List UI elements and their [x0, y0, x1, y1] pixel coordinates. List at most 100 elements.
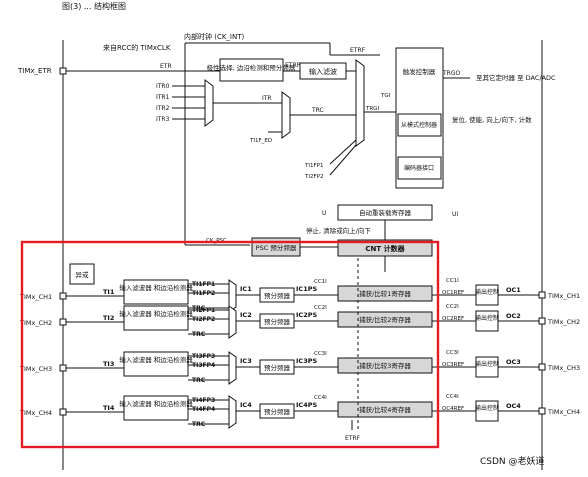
channel-ic-mux — [228, 279, 237, 313]
channel-ic-mux — [228, 395, 237, 429]
itr-select-mux — [204, 79, 214, 127]
channel-icps-label: IC3PS — [296, 357, 317, 365]
stop-clear-label: 停止, 清除或向上/向下 — [306, 226, 371, 235]
etrf-label: ETRF — [350, 47, 366, 54]
channel-capture-label: 捕获/比较1寄存器 — [359, 289, 411, 298]
ti1fp1-line — [329, 139, 357, 165]
channel-icps-label: IC1PS — [296, 285, 317, 293]
channel-ic-mux — [228, 305, 237, 339]
channel-pin-label: TIMx_CH3 — [19, 365, 52, 373]
ti1f-ed-label: TI1F_ED — [249, 138, 272, 144]
channel-icps-label: IC2PS — [296, 311, 317, 319]
channel-oc-label: OC4 — [506, 402, 521, 410]
trc-label: TRC — [311, 107, 324, 114]
channel-oc-label: OC2 — [506, 312, 521, 320]
channel-filter-label: 输入滤波器 和边沿检测器 — [119, 283, 193, 292]
channel-filter-box — [123, 351, 189, 377]
channel-prescaler-label: 预分频器 — [264, 291, 291, 300]
channel-prescaler-label: 预分频器 — [264, 317, 291, 326]
ui-label: UI — [452, 211, 458, 218]
channel-output-label: 输出控制 — [475, 404, 499, 412]
channel-out-square — [538, 407, 546, 415]
itr-bus-label: ITR — [262, 95, 272, 102]
channel-out-pin-label: TIMx_CH2 — [547, 318, 580, 326]
channel-capture-box — [337, 285, 433, 302]
encoder-label: 编码器接口 — [404, 164, 434, 172]
channel-ic-label: IC3 — [240, 357, 252, 365]
channel-out-pin-label: TIMx_CH1 — [547, 292, 580, 300]
channel-ic-label: IC1 — [240, 285, 252, 293]
watermark: CSDN @老妖道 — [480, 455, 545, 467]
channel-ccp-label: CC2I — [446, 304, 459, 310]
internal-clock-label: 内部时钟 (CK_INT) — [184, 32, 245, 41]
channel-pin-square — [59, 318, 67, 326]
channel-ti-label: TI1 — [103, 288, 115, 296]
channel-capture-label: 捕获/比较2寄存器 — [359, 315, 411, 324]
itr2-label: ITR2 — [156, 105, 170, 112]
channel-ccp-label: CC3I — [446, 350, 459, 356]
ti2fp2-top-label: TI2FP2 — [304, 174, 323, 180]
channel-filter-label: 输入滤波器 和边沿检测器 — [119, 355, 193, 364]
etrp-label: ETRP — [285, 62, 301, 69]
channel-cci-label: CC3I — [314, 351, 327, 357]
channel-prescaler-label: 预分频器 — [264, 407, 291, 416]
channel-ic-mux — [228, 351, 237, 385]
channel-capture-label: 捕获/比较4寄存器 — [359, 405, 411, 414]
channel-ti-label: TI4 — [103, 404, 115, 412]
itr3-label: ITR3 — [156, 116, 170, 123]
trigger-mux — [355, 59, 365, 147]
input-filter-label: 输入滤波 — [309, 67, 337, 76]
channel-filter-label: 输入滤波器 和边沿检测器 — [119, 309, 193, 318]
channel-ocref-label: OC4REF — [442, 406, 464, 412]
etr-label: ETR — [160, 63, 172, 70]
etrf-bottom-label: ETRF — [345, 435, 361, 442]
channel-filter-box — [123, 305, 189, 331]
trgi-label: TRGI — [365, 106, 379, 112]
channel-pin-label: TIMx_CH1 — [19, 293, 52, 301]
slave-mode-label: 从模式控制器 — [401, 121, 437, 129]
channel-filter-box — [123, 279, 189, 305]
encoder-box — [397, 156, 442, 180]
channel-ic-label: IC4 — [240, 401, 252, 409]
channel-icps-label: IC4PS — [296, 401, 317, 409]
itr1-label: ITR1 — [156, 94, 170, 101]
channel-ic-label: IC2 — [240, 311, 252, 319]
xor-label: 异或 — [76, 270, 90, 279]
reset-enable-label: 复位, 使能, 向上/向下, 计数 — [452, 115, 532, 124]
rcc-clock-label: 来自RCC的 TIMxCLK — [103, 43, 171, 52]
to-other-label: 至其它定时器 至 DAC/ADC — [476, 73, 556, 82]
etr-pin-square — [59, 67, 67, 75]
channel-pin-square — [59, 292, 67, 300]
channel-capture-box — [337, 401, 433, 418]
channel-oc-label: OC3 — [506, 358, 521, 366]
channel-capture-label: 捕获/比较3寄存器 — [359, 361, 411, 370]
channel-cci-label: CC1I — [314, 279, 327, 285]
channel-output-label: 输出控制 — [475, 360, 499, 368]
channel-filter-box — [123, 395, 189, 421]
channel-out-pin-label: TIMx_CH3 — [547, 364, 580, 372]
channel-pin-square — [59, 364, 67, 372]
channel-cci-label: CC4I — [314, 395, 327, 401]
channel-out-pin-label: TIMx_CH4 — [547, 408, 580, 416]
channel-pin-square — [59, 408, 67, 416]
channel-capture-box — [337, 357, 433, 374]
channel-output-label: 输出控制 — [475, 288, 499, 296]
channel-pin-label: TIMx_CH4 — [19, 409, 52, 417]
psc-label: PSC 预分频器 — [256, 243, 297, 252]
channel-capture-box — [337, 311, 433, 328]
itr-mux — [281, 91, 291, 139]
channel-ocref-label: OC3REF — [442, 362, 464, 368]
channel-cci-label: CC2I — [314, 305, 327, 311]
etr-pin-label: TIMx_ETR — [17, 67, 52, 75]
u-label: U — [322, 210, 326, 217]
channel-ocref-label: OC2REF — [442, 316, 464, 322]
channel-prescaler-label: 预分频器 — [264, 363, 291, 372]
trgo-label: TRGO — [442, 70, 460, 77]
itr0-label: ITR0 — [156, 83, 170, 90]
channel-ccp-label: CC1I — [446, 278, 459, 284]
channel-ccp-label: CC4I — [446, 394, 459, 400]
ti1fp1-top-label: TI1FP1 — [304, 163, 323, 169]
channel-pin-label: TIMx_CH2 — [19, 319, 52, 327]
highlight-frame — [20, 240, 440, 449]
